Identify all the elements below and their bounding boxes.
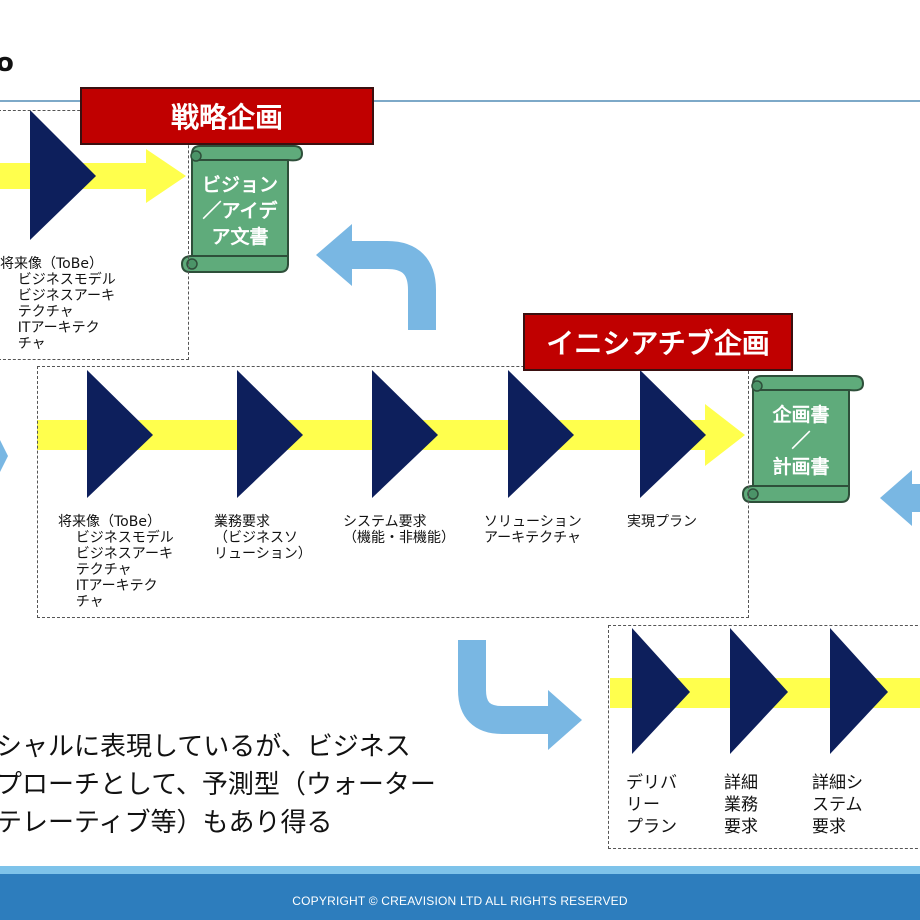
bottom-stage-label-detail-business: 詳細 業務 要求 (724, 773, 758, 837)
plan-document-scroll: 企画書 ／ 計画書 (772, 404, 830, 478)
top-stage-label-tobe: 将来像（ToBe） ビジネスモデル ビジネスアーキ テクチャ ITアーキテク チ… (0, 256, 116, 352)
bottom-triangle-3 (830, 628, 888, 754)
approach-note: シャルに表現しているが、ビジネス プローチとして、予測型（ウォーター テレーティ… (0, 732, 436, 838)
bottom-stage-label-detail-system: 詳細シ ステム 要求 (812, 773, 863, 837)
middle-triangle-3 (372, 370, 438, 498)
bottom-stage-box (608, 625, 920, 849)
middle-stage-label-plan: 実現プラン (627, 514, 697, 530)
middle-triangle-1 (87, 370, 153, 498)
right-edge-arrow (880, 470, 920, 526)
middle-stage-label-business-req: 業務要求 （ビジネスソ リューション） (214, 514, 312, 562)
middle-yellow-arrow (37, 404, 745, 466)
middle-triangle-4 (508, 370, 574, 498)
middle-stage-box (37, 366, 749, 618)
title-underline (0, 100, 920, 102)
copyright-text: COPYRIGHT © CREAVISION LTD ALL RIGHTS RE… (292, 894, 628, 908)
middle-triangle-2 (237, 370, 303, 498)
bottom-stage-label-delivery: デリバ リー プラン (626, 773, 677, 837)
curved-arrow-up-left (316, 224, 436, 330)
footer-strip (0, 866, 920, 874)
middle-stage-label-solution-arch: ソリューション アーキテクチャ (484, 514, 582, 546)
bottom-triangle-1 (632, 628, 690, 754)
bottom-triangle-2 (730, 628, 788, 754)
footer-band (0, 866, 920, 920)
middle-stage-label-tobe: 将来像（ToBe） ビジネスモデル ビジネスアーキ テクチャ ITアーキテク チ… (58, 514, 174, 610)
curved-arrow-down-right (458, 640, 582, 750)
top-triangle-1 (30, 110, 96, 240)
page-title: o (0, 48, 14, 78)
middle-triangle-5 (640, 370, 706, 498)
strategy-planning-banner: 戦略企画 (80, 87, 374, 145)
middle-stage-label-system-req: システム要求 （機能・非機能） (343, 514, 455, 546)
left-edge-arrow (0, 440, 8, 472)
initiative-planning-banner: イニシアチブ企画 (523, 313, 793, 371)
vision-document-scroll: ビジョン ／アイデ ア文書 (201, 174, 278, 248)
